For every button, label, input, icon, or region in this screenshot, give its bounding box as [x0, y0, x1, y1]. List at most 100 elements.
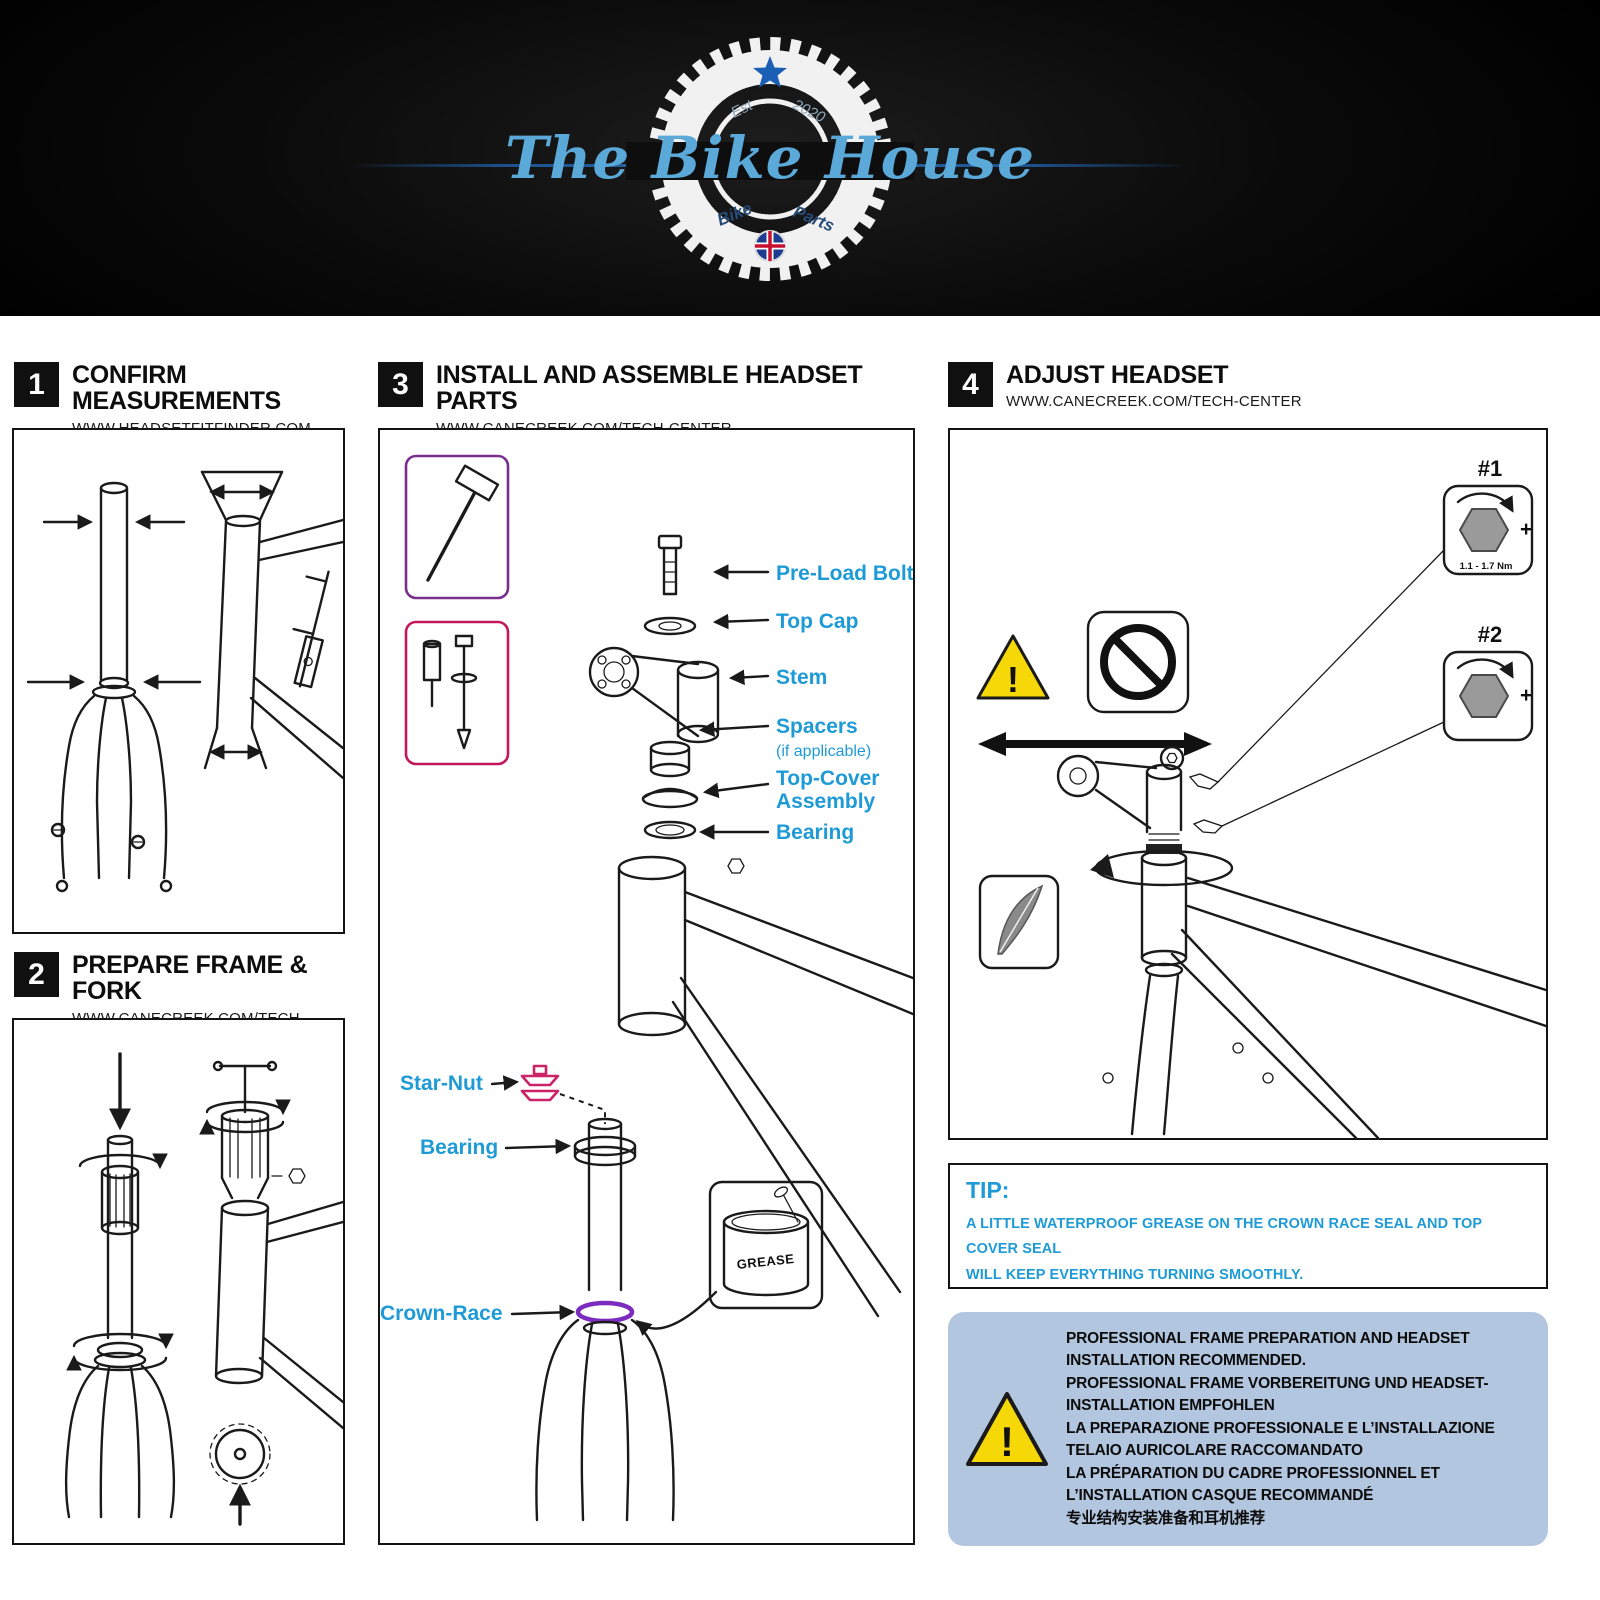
notice-line: TELAIO AURICOLARE RACCOMANDATO: [1066, 1442, 1363, 1460]
measurement-diagram: [26, 470, 345, 893]
spacers-note-label: (if applicable): [776, 743, 871, 760]
callout-arrow: [504, 1138, 572, 1155]
warning-triangle-icon: !: [966, 1392, 1048, 1466]
step-2-panel: [12, 1018, 345, 1545]
fork-race-press-drawing: [64, 1052, 176, 1519]
logo-bike-text: Bike: [714, 199, 754, 230]
head-tube-drawing: [200, 470, 345, 780]
hand-icon: [1188, 773, 1220, 790]
warning-triangle-icon: !: [976, 634, 1050, 700]
step-3-number-badge: 3: [378, 362, 423, 407]
crown-race-part: [575, 1300, 635, 1324]
tip-title: TIP:: [966, 1177, 1010, 1203]
callout-line: [1221, 721, 1445, 827]
chainring-logo: Est 2020 Bike Parts: [626, 37, 914, 281]
tip-line-1: A LITTLE WATERPROOF GREASE ON THE CROWN …: [966, 1216, 1482, 1258]
notice-line: PROFESSIONAL FRAME PREPARATION AND HEADS…: [1066, 1329, 1470, 1347]
swoosh-arrowhead: [1090, 854, 1114, 878]
head-tube-reamer-drawing: [199, 1060, 345, 1526]
preload-bolt-label: Pre-Load Bolt: [776, 562, 913, 585]
step-1-header: 1 CONFIRM MEASUREMENTS WWW.HEADSETFITFIN…: [14, 362, 354, 437]
callout-arrow: [712, 613, 770, 630]
callout-arrow: [510, 1304, 576, 1321]
uk-flag-icon: [754, 230, 786, 262]
notice-line: PROFESSIONAL FRAME VORBEREITUNG UND HEAD…: [1066, 1374, 1489, 1392]
callout-arrow: [490, 1075, 520, 1091]
step-1-title: CONFIRM MEASUREMENTS: [72, 361, 281, 416]
star-icon: [753, 56, 787, 88]
step-4-number-badge: 4: [948, 362, 993, 407]
side-to-side-arrow: [978, 732, 1212, 756]
hex-tool-2-icon: +: [1442, 650, 1534, 742]
notice-text: PROFESSIONAL FRAME PREPARATION AND HEADS…: [1066, 1328, 1495, 1530]
adjust-headset-diagram: #1 + 1.1 - 1.7 Nm #2 + !: [976, 456, 1548, 1140]
upper-bearing-part: [643, 820, 697, 840]
notice-line: 专业结构安装准备和耳机推荐: [1066, 1509, 1265, 1527]
spacers-part: [649, 740, 691, 778]
preload-bolt-part: [657, 534, 683, 596]
step-1-panel: [12, 428, 345, 934]
top-cap-part: [643, 616, 697, 636]
step-4-url: WWW.CANECREEK.COM/TECH-CENTER: [1006, 393, 1302, 411]
notice-line: INSTALLATION RECOMMENDED.: [1066, 1352, 1306, 1370]
bolt-icon: [727, 858, 745, 874]
tip-box: TIP: A LITTLE WATERPROOF GREASE ON THE C…: [948, 1163, 1548, 1289]
star-nut-label: Star-Nut: [400, 1072, 483, 1095]
gear-center-band: [626, 142, 914, 180]
step-4-panel: #1 + 1.1 - 1.7 Nm #2 + !: [948, 428, 1548, 1140]
callout-arrow: [698, 721, 770, 738]
fork-steerer-drawing: [26, 481, 202, 893]
callout-line: [1217, 549, 1445, 783]
rotate-swoosh-arrow: [1094, 849, 1234, 887]
grease-apply-arrow: [635, 1290, 718, 1337]
star-nut-setter-tool-box: [404, 620, 510, 766]
bolt-icon: [271, 1168, 306, 1184]
lower-bearing-part: [573, 1135, 637, 1167]
notice-line: INSTALLATION EMPFOHLEN: [1066, 1397, 1275, 1415]
headset-exploded-diagram: GREASE Pre-Load Bolt Top Cap Stem Spacer…: [380, 454, 915, 1522]
step-3-panel: GREASE Pre-Load Bolt Top Cap Stem Spacer…: [378, 428, 915, 1545]
grease-can-icon: GREASE: [708, 1180, 824, 1310]
upper-bearing-label: Bearing: [776, 821, 854, 844]
turn-arrow: [1456, 492, 1514, 513]
top-cover-label-1: Top-Cover: [776, 767, 879, 790]
hammer-tool-box: [404, 454, 510, 600]
torque-spec: 1.1 - 1.7 Nm: [1460, 561, 1513, 572]
notice-line: LA PREPARAZIONE PROFESSIONALE E L’INSTAL…: [1066, 1419, 1495, 1437]
fork-crown-drawing: [535, 1318, 675, 1522]
rotate-arrow: [72, 1332, 174, 1350]
frame-prep-diagram: [64, 1052, 345, 1526]
frame-head-tube-drawing: [617, 855, 915, 1318]
top-cap-label: Top Cap: [776, 610, 858, 633]
stem-label: Stem: [776, 666, 827, 689]
cutter-gear-icon: [209, 1423, 271, 1526]
rotate-arrow: [66, 1354, 168, 1372]
feather-icon: [978, 874, 1060, 970]
star-nut-part: [520, 1064, 560, 1102]
hand-icon: [1192, 819, 1224, 834]
lower-bearing-label: Bearing: [420, 1136, 498, 1159]
caliper-icon: [292, 570, 330, 689]
professional-install-notice: ! PROFESSIONAL FRAME PREPARATION AND HEA…: [948, 1312, 1548, 1546]
no-twist-icon: [1086, 610, 1190, 714]
crown-race-label: Crown-Race: [380, 1302, 503, 1325]
plus-sign: +: [1520, 684, 1532, 707]
stem-headset-drawing: [1056, 745, 1548, 1140]
top-cover-label-2: Assembly: [776, 790, 876, 813]
callout-arrow: [702, 782, 770, 799]
grease-label: GREASE: [736, 1251, 795, 1272]
notice-line: LA PRÉPARATION DU CADRE PROFESSIONNEL ET: [1066, 1464, 1440, 1482]
rotate-arrow: [205, 1099, 291, 1116]
warning-exclamation: !: [1007, 659, 1019, 700]
tool-2-label: #2: [1478, 622, 1502, 647]
step-3-title: INSTALL AND ASSEMBLE HEADSET PARTS: [436, 361, 863, 416]
header-banner: Est 2020 Bike Parts The Bike House: [0, 0, 1600, 316]
warning-exclamation: !: [1000, 1418, 1014, 1465]
rotate-arrow: [199, 1118, 285, 1135]
notice-line: L’INSTALLATION CASQUE RECOMMANDÉ: [1066, 1487, 1374, 1505]
stem-part: [588, 646, 720, 744]
plus-sign: +: [1520, 518, 1532, 541]
step-2-number-badge: 2: [14, 952, 59, 997]
step-2-title: PREPARE FRAME & FORK: [72, 951, 308, 1006]
